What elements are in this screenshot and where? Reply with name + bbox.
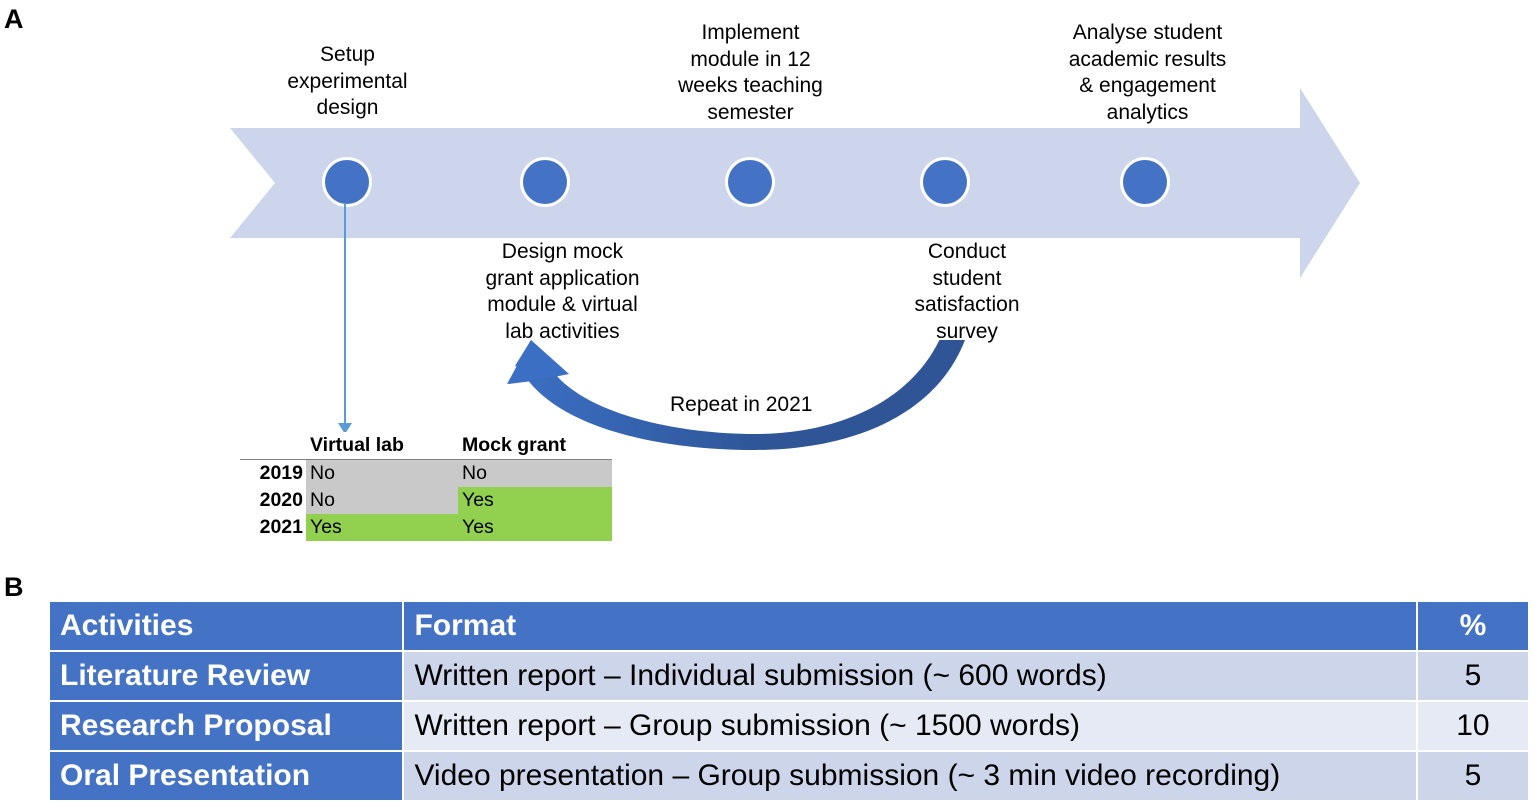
mini-table-header-row: Virtual lab Mock grant bbox=[240, 432, 612, 460]
mini-table-col-mock-grant: Mock grant bbox=[458, 432, 612, 460]
timeline-label-design: Design mock grant application module & v… bbox=[455, 239, 670, 345]
activity-name-literature-review: Literature Review bbox=[50, 652, 403, 700]
timeline-label-design-line-1: Design mock bbox=[501, 240, 624, 263]
milestone-dot-5[interactable] bbox=[1123, 160, 1167, 204]
milestone-dot-3[interactable] bbox=[728, 160, 772, 204]
mini-table-cell-2019-virtual-lab: No bbox=[306, 459, 458, 487]
timeline-label-design-line-3: module & virtual bbox=[487, 293, 638, 316]
timeline-label-design-line-2: grant application bbox=[485, 266, 640, 290]
mini-table-row: 2021 Yes Yes bbox=[240, 514, 612, 541]
timeline-label-implement-line-4: semester bbox=[707, 100, 794, 124]
mini-table-row: 2020 No Yes bbox=[240, 487, 612, 514]
milestone-dot-4[interactable] bbox=[923, 160, 967, 204]
timeline-label-implement-line-3: weeks teaching bbox=[678, 74, 823, 97]
activity-name-oral-presentation: Oral Presentation bbox=[50, 752, 403, 800]
timeline-label-implement-line-1: Implement bbox=[701, 21, 800, 44]
activity-percent-research-proposal: 10 bbox=[1417, 702, 1528, 750]
table-row: Literature Review Written report – Indiv… bbox=[50, 652, 1528, 700]
mini-table-year-2020: 2020 bbox=[240, 487, 306, 514]
timeline-label-analyse-line-4: analytics bbox=[1106, 100, 1189, 124]
timeline-label-setup-line-3: design bbox=[316, 96, 379, 119]
activities-header-format: Format bbox=[404, 602, 1416, 650]
timeline-label-implement-line-2: module in 12 bbox=[690, 47, 811, 71]
panel-b-label: B bbox=[4, 572, 24, 602]
timeline-label-survey-line-2: student bbox=[932, 266, 1002, 290]
activity-name-research-proposal: Research Proposal bbox=[50, 702, 403, 750]
mini-table-cell-2021-virtual-lab: Yes bbox=[306, 514, 458, 541]
mini-table-corner-cell bbox=[240, 432, 306, 460]
milestone-dot-1[interactable] bbox=[325, 160, 369, 204]
activity-format-research-proposal: Written report – Group submission (~ 150… bbox=[404, 702, 1416, 750]
timeline-label-survey-line-1: Conduct bbox=[927, 240, 1007, 263]
timeline-label-design-line-4: lab activities bbox=[505, 319, 620, 343]
mini-table-year-2021: 2021 bbox=[240, 514, 306, 541]
timeline-label-implement: Implement module in 12 weeks teaching se… bbox=[648, 20, 853, 126]
activity-percent-oral-presentation: 5 bbox=[1417, 752, 1528, 800]
activities-header-percent: % bbox=[1417, 602, 1528, 650]
mini-table-cell-2020-virtual-lab: No bbox=[306, 487, 458, 514]
connector-arrow-icon bbox=[338, 423, 352, 434]
mini-table-row: 2019 No No bbox=[240, 459, 612, 487]
timeline-label-analyse-line-3: & engagement bbox=[1079, 74, 1216, 97]
milestone-dot-2[interactable] bbox=[523, 160, 567, 204]
timeline-label-survey: Conduct student satisfaction survey bbox=[867, 239, 1067, 345]
mini-table-cell-2019-mock-grant: No bbox=[458, 459, 612, 487]
repeat-cycle-arrow-icon bbox=[507, 340, 965, 450]
condition-matrix-table: Virtual lab Mock grant 2019 No No 2020 N… bbox=[240, 432, 612, 541]
panel-a-label: A bbox=[4, 4, 24, 34]
timeline-label-survey-line-4: survey bbox=[936, 319, 998, 343]
repeat-arrow-label: Repeat in 2021 bbox=[670, 393, 813, 416]
activities-table: Activities Format % Literature Review Wr… bbox=[48, 600, 1530, 802]
table-row: Research Proposal Written report – Group… bbox=[50, 702, 1528, 750]
activities-header-activities: Activities bbox=[50, 602, 403, 650]
connector-line bbox=[344, 203, 346, 425]
timeline-label-setup-line-2: experimental bbox=[287, 69, 408, 93]
mini-table-year-2019: 2019 bbox=[240, 459, 306, 487]
activities-table-header-row: Activities Format % bbox=[50, 602, 1528, 650]
mini-table-col-virtual-lab: Virtual lab bbox=[306, 432, 458, 460]
mini-table-cell-2021-mock-grant: Yes bbox=[458, 514, 612, 541]
table-row: Oral Presentation Video presentation – G… bbox=[50, 752, 1528, 800]
activity-percent-literature-review: 5 bbox=[1417, 652, 1528, 700]
timeline-arrow-band bbox=[230, 88, 1360, 278]
timeline-label-analyse-line-2: academic results bbox=[1068, 47, 1227, 71]
activity-format-literature-review: Written report – Individual submission (… bbox=[404, 652, 1416, 700]
timeline-label-analyse: Analyse student academic results & engag… bbox=[1040, 20, 1255, 126]
timeline-label-setup-line-1: Setup bbox=[320, 43, 375, 66]
timeline-label-survey-line-3: satisfaction bbox=[914, 293, 1020, 316]
timeline-label-setup: Setup experimental design bbox=[245, 42, 450, 122]
timeline-label-analyse-line-1: Analyse student bbox=[1072, 21, 1223, 44]
mini-table-cell-2020-mock-grant: Yes bbox=[458, 487, 612, 514]
activity-format-oral-presentation: Video presentation – Group submission (~… bbox=[404, 752, 1416, 800]
